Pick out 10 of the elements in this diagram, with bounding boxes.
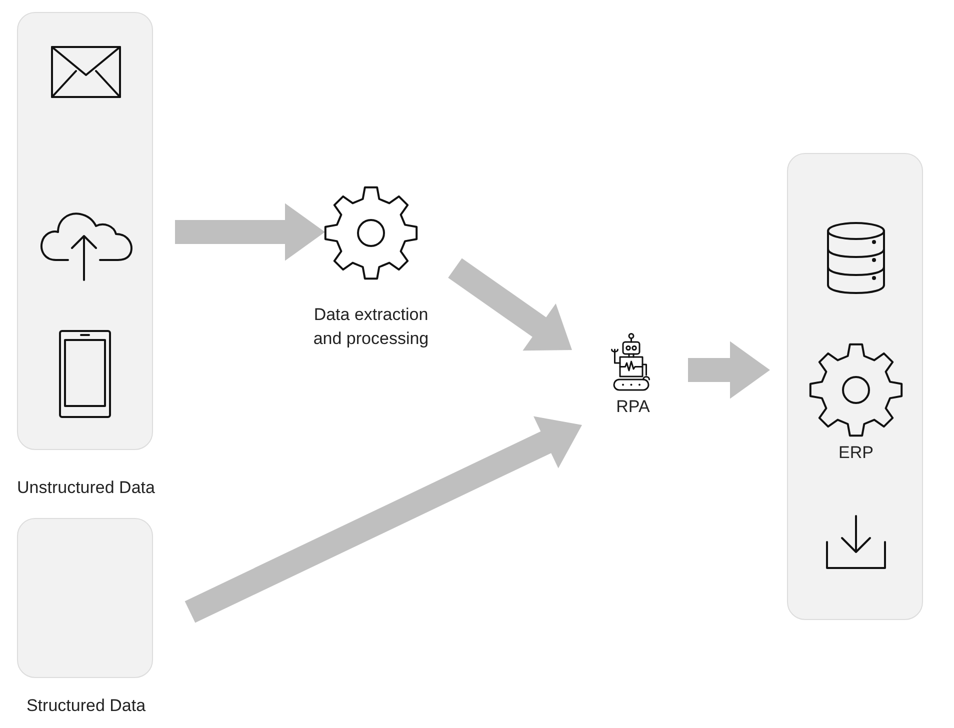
group-label: Unstructured Data: [16, 477, 156, 499]
group-label: Structured Data: [25, 695, 147, 717]
block-arrow: [448, 258, 572, 351]
group-panel: [787, 153, 923, 620]
block-arrow: [688, 341, 770, 399]
node-label: RPA: [615, 396, 651, 418]
block-arrow: [175, 203, 325, 261]
block-arrow: [184, 416, 582, 623]
node-label: Data extraction and processing: [312, 304, 430, 350]
node-label: ERP: [838, 442, 874, 464]
